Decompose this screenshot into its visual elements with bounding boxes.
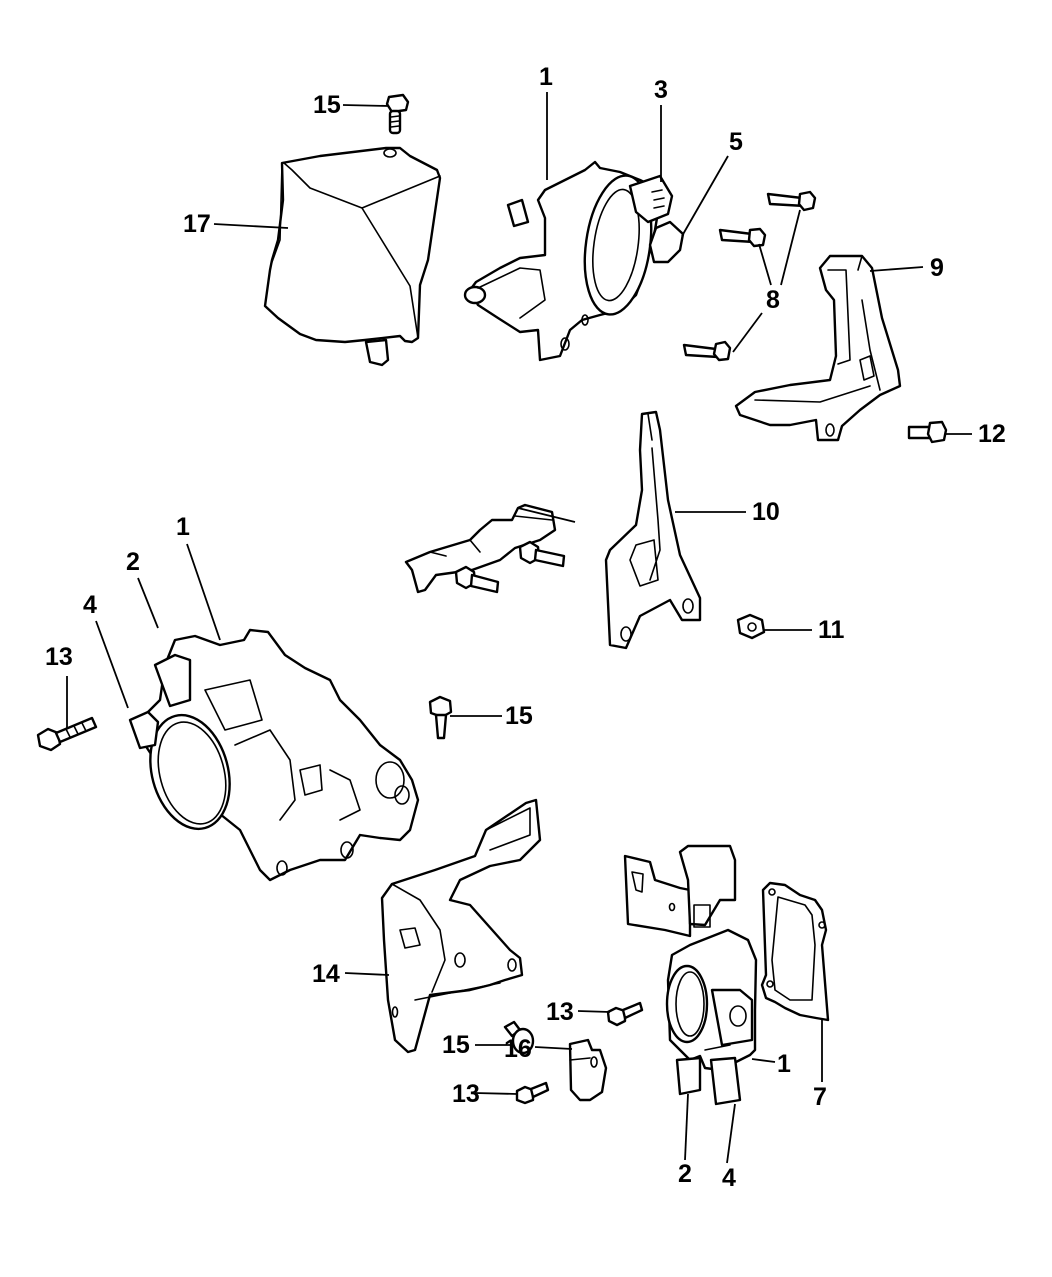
callout-5: 5 bbox=[729, 128, 743, 156]
leader-14 bbox=[344, 972, 390, 976]
leader-4-mid bbox=[95, 620, 129, 709]
leader-1-mid bbox=[186, 543, 221, 641]
screw-13-bottom-a[interactable] bbox=[606, 1001, 644, 1027]
leader-8-c bbox=[732, 312, 763, 353]
callout-13-bottom-b: 13 bbox=[452, 1080, 480, 1108]
leader-13-bottom-b bbox=[474, 1092, 518, 1095]
cover-shield-17[interactable] bbox=[263, 146, 442, 367]
bolt-8-a[interactable] bbox=[766, 190, 817, 212]
leader-2-bottom bbox=[684, 1093, 689, 1161]
callout-3: 3 bbox=[654, 76, 668, 104]
callout-11: 11 bbox=[818, 616, 845, 644]
throttle-body-1-top[interactable] bbox=[463, 160, 685, 362]
nut-11[interactable] bbox=[736, 613, 766, 640]
callout-8: 8 bbox=[766, 286, 780, 314]
bolt-12[interactable] bbox=[907, 420, 948, 444]
clip-mid-unlabeled[interactable] bbox=[404, 503, 576, 594]
cable-bracket-14[interactable] bbox=[380, 798, 542, 1054]
leader-2-mid bbox=[137, 577, 159, 629]
callout-17: 17 bbox=[183, 210, 211, 238]
bolt-15-bottom[interactable] bbox=[503, 1020, 535, 1055]
screw-13-left[interactable] bbox=[36, 716, 98, 752]
throttle-body-1-bottom[interactable] bbox=[623, 844, 758, 1106]
callout-4-mid: 4 bbox=[83, 591, 97, 619]
callout-1-bottom: 1 bbox=[777, 1050, 791, 1078]
callout-15-mid: 15 bbox=[505, 702, 533, 730]
leader-17 bbox=[213, 223, 289, 229]
throttle-body-1-mid[interactable] bbox=[128, 628, 420, 882]
callout-15-bottom: 15 bbox=[442, 1031, 470, 1059]
leader-16 bbox=[534, 1046, 573, 1050]
leader-8-b bbox=[780, 209, 801, 286]
gasket-7[interactable] bbox=[760, 881, 830, 1022]
bolt-8-b[interactable] bbox=[718, 227, 767, 248]
clip-16[interactable] bbox=[568, 1038, 608, 1102]
callout-10: 10 bbox=[752, 498, 780, 526]
callout-2-mid: 2 bbox=[126, 548, 140, 576]
callout-4-bottom: 4 bbox=[722, 1164, 736, 1192]
leader-9 bbox=[869, 266, 924, 272]
callout-13-left: 13 bbox=[45, 643, 73, 671]
callout-13-bottom-a: 13 bbox=[546, 998, 574, 1026]
callout-14: 14 bbox=[312, 960, 340, 988]
support-bracket-10[interactable] bbox=[604, 410, 702, 650]
bracket-9[interactable] bbox=[734, 254, 902, 442]
leader-1-bottom bbox=[751, 1058, 776, 1063]
leader-8-a bbox=[758, 243, 772, 286]
leader-15-top bbox=[342, 104, 390, 107]
bolt-15-top[interactable] bbox=[385, 93, 410, 135]
screw-13-bottom-b[interactable] bbox=[515, 1081, 550, 1105]
callout-16: 16 bbox=[504, 1035, 532, 1063]
callout-9: 9 bbox=[930, 254, 944, 282]
callout-2-bottom: 2 bbox=[678, 1160, 692, 1188]
callout-15-top: 15 bbox=[313, 91, 341, 119]
callout-1-mid: 1 bbox=[176, 513, 190, 541]
leader-4-bottom bbox=[726, 1103, 736, 1164]
bolt-8-c[interactable] bbox=[682, 340, 732, 362]
leader-5 bbox=[681, 155, 729, 237]
callout-12: 12 bbox=[978, 420, 1006, 448]
callout-7: 7 bbox=[813, 1083, 827, 1111]
callout-1-top: 1 bbox=[539, 63, 553, 91]
bolt-15-mid[interactable] bbox=[428, 695, 453, 740]
leader-13-bottom-a bbox=[577, 1010, 611, 1013]
bolt-mid-a[interactable] bbox=[454, 565, 500, 594]
bolt-mid-b[interactable] bbox=[518, 540, 566, 568]
